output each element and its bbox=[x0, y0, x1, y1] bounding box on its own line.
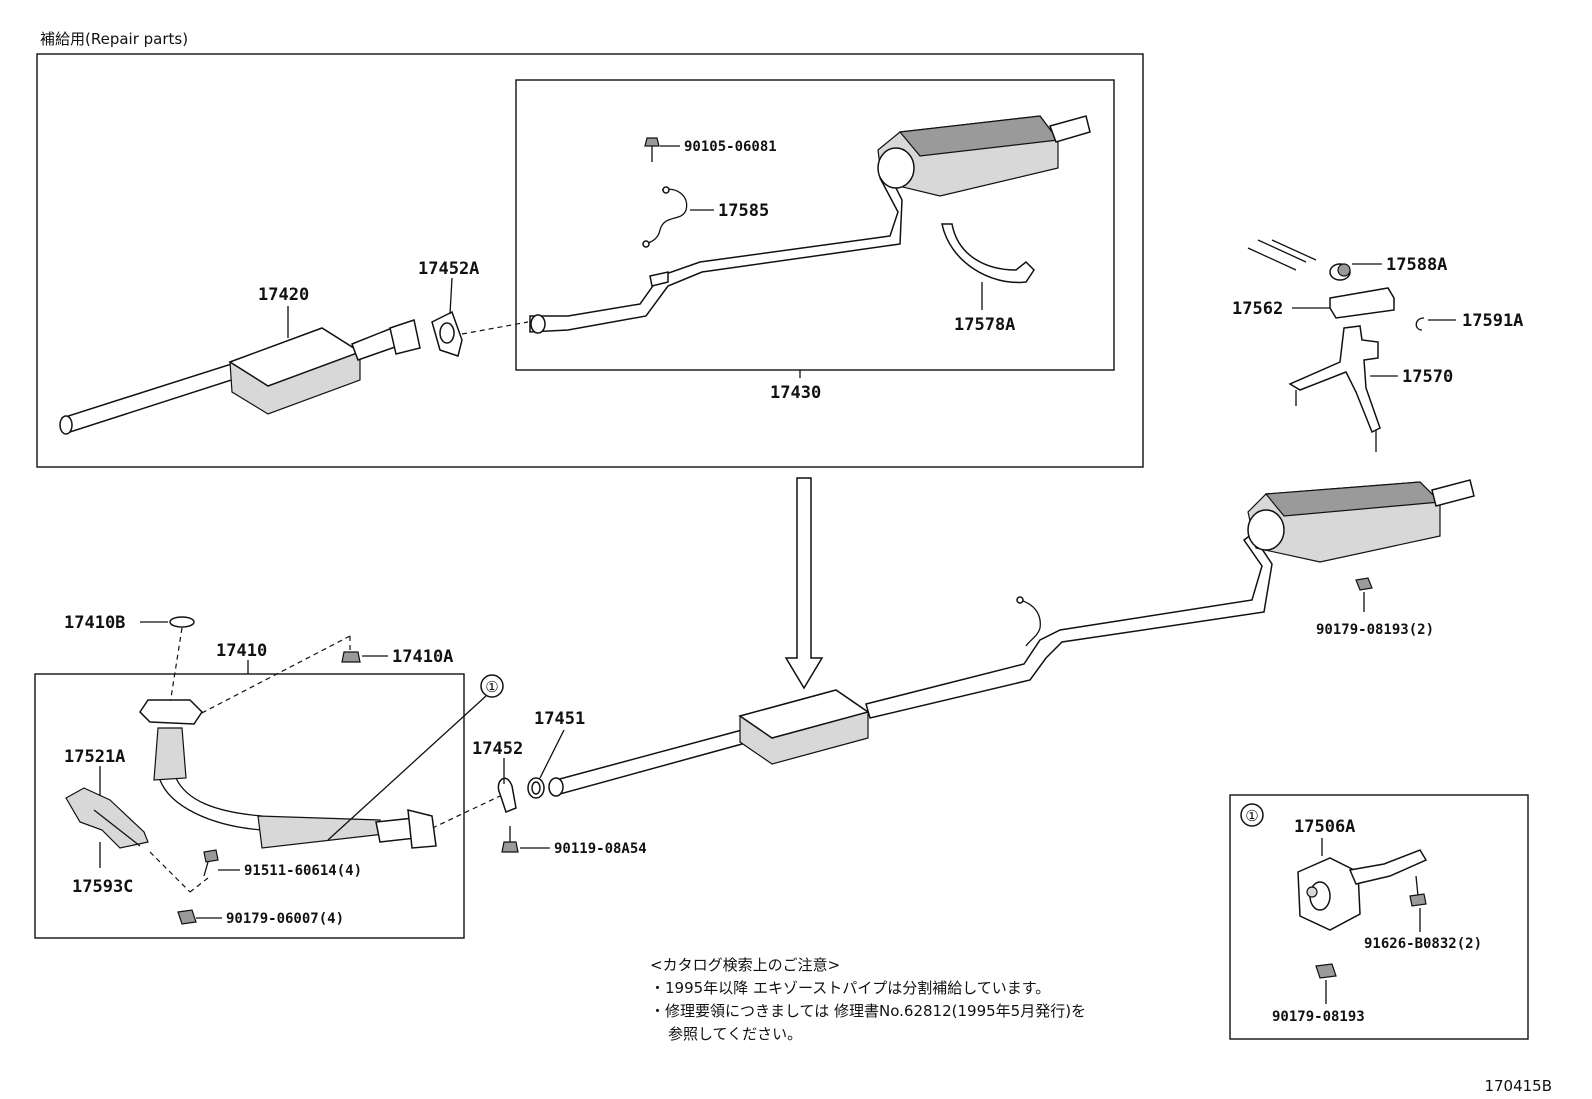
repair-parts-heading: 補給用(Repair parts) bbox=[40, 30, 188, 48]
front-pipe-box-17410 bbox=[34, 673, 465, 939]
main-exhaust-assembly-illustration bbox=[548, 479, 1475, 797]
svg-text:①: ① bbox=[1245, 807, 1258, 825]
front-pipe-17420-illustration bbox=[59, 319, 421, 435]
part-17588A-label: 17588A bbox=[1386, 255, 1447, 275]
part-90179-08193-2-label: 90179-08193(2) bbox=[1316, 622, 1434, 638]
hanger-17570-illustration bbox=[1288, 325, 1381, 452]
notes-line-3: 参照してください。 bbox=[668, 1025, 802, 1043]
nut-17410A-illustration bbox=[341, 651, 361, 663]
part-91626-B0832-label: 91626-B0832(2) bbox=[1364, 936, 1482, 952]
heat-shield-17521A-illustration bbox=[65, 787, 149, 849]
repair-parts-box bbox=[36, 53, 1144, 468]
notes-title: <カタログ検索上のご注意> bbox=[650, 956, 840, 974]
part-90179-08193-label: 90179-08193 bbox=[1272, 1009, 1365, 1025]
down-arrow-icon bbox=[784, 477, 824, 690]
part-17452-label: 17452 bbox=[472, 739, 523, 759]
bolt-91511-60614-illustration bbox=[203, 849, 219, 877]
part-17410-label: 17410 bbox=[216, 641, 267, 661]
part-91511-60614-label: 91511-60614(4) bbox=[244, 863, 362, 879]
front-pipe-17410-illustration bbox=[139, 699, 437, 849]
part-17591A-label: 17591A bbox=[1462, 311, 1523, 331]
gasket-17410B-illustration bbox=[169, 616, 195, 628]
part-90119-08A54-label: 90119-08A54 bbox=[554, 841, 647, 857]
rod-lines-illustration bbox=[1247, 239, 1317, 271]
diagram-reference-number: 170415B bbox=[1484, 1077, 1552, 1095]
wire-17585-illustration bbox=[642, 186, 688, 248]
hanger-17506A-illustration bbox=[1297, 849, 1428, 931]
part-17420-label: 17420 bbox=[258, 285, 309, 305]
part-17451-label: 17451 bbox=[534, 709, 585, 729]
part-17410A-label: 17410A bbox=[392, 647, 453, 667]
part-17430-label: 17430 bbox=[770, 383, 821, 403]
part-17562-label: 17562 bbox=[1232, 299, 1283, 319]
part-17521A-label: 17521A bbox=[64, 747, 125, 767]
bolt-91626-B0832-illustration bbox=[1409, 875, 1427, 907]
inset-box-callout-1 bbox=[1229, 794, 1529, 1040]
part-17452A-label: 17452A bbox=[418, 259, 479, 279]
svg-text:①: ① bbox=[485, 678, 498, 696]
notes-line-2: ・修理要領につきましては 修理書No.62812(1995年5月発行)を bbox=[650, 1002, 1086, 1020]
nut-90179-08193-illustration bbox=[1355, 577, 1373, 591]
bracket-17578A-illustration bbox=[941, 223, 1035, 284]
ring-17591A-illustration bbox=[1415, 317, 1425, 331]
nut-90179-08193-inset-illustration bbox=[1315, 963, 1337, 979]
bushing-17588A-illustration bbox=[1329, 263, 1351, 281]
notes-line-1: ・1995年以降 エキゾーストパイプは分割補給しています。 bbox=[650, 979, 1050, 997]
part-17585-label: 17585 bbox=[718, 201, 769, 221]
part-90179-06007-label: 90179-06007(4) bbox=[226, 911, 344, 927]
tail-pipe-17430-illustration bbox=[529, 115, 1091, 334]
sub-assembly-box-17430 bbox=[515, 79, 1115, 371]
part-17570-label: 17570 bbox=[1402, 367, 1453, 387]
bolt-90105-06081-illustration bbox=[644, 137, 660, 162]
bolt-90119-08A54-illustration bbox=[501, 826, 519, 853]
part-17506A-label: 17506A bbox=[1294, 817, 1355, 837]
clamp-17452-illustration bbox=[497, 777, 517, 813]
gasket-17452A-illustration bbox=[431, 310, 463, 357]
part-17593C-label: 17593C bbox=[72, 877, 133, 897]
inset-callout-1-marker: ① bbox=[1240, 803, 1264, 827]
part-17410B-label: 17410B bbox=[64, 613, 125, 633]
callout-1-marker: ① bbox=[480, 674, 504, 698]
nut-90179-06007-illustration bbox=[177, 909, 197, 925]
gasket-17451-illustration bbox=[527, 777, 545, 799]
part-90105-06081-label: 90105-06081 bbox=[684, 139, 777, 155]
part-17578A-label: 17578A bbox=[954, 315, 1015, 335]
clip-17562-illustration bbox=[1329, 287, 1395, 319]
